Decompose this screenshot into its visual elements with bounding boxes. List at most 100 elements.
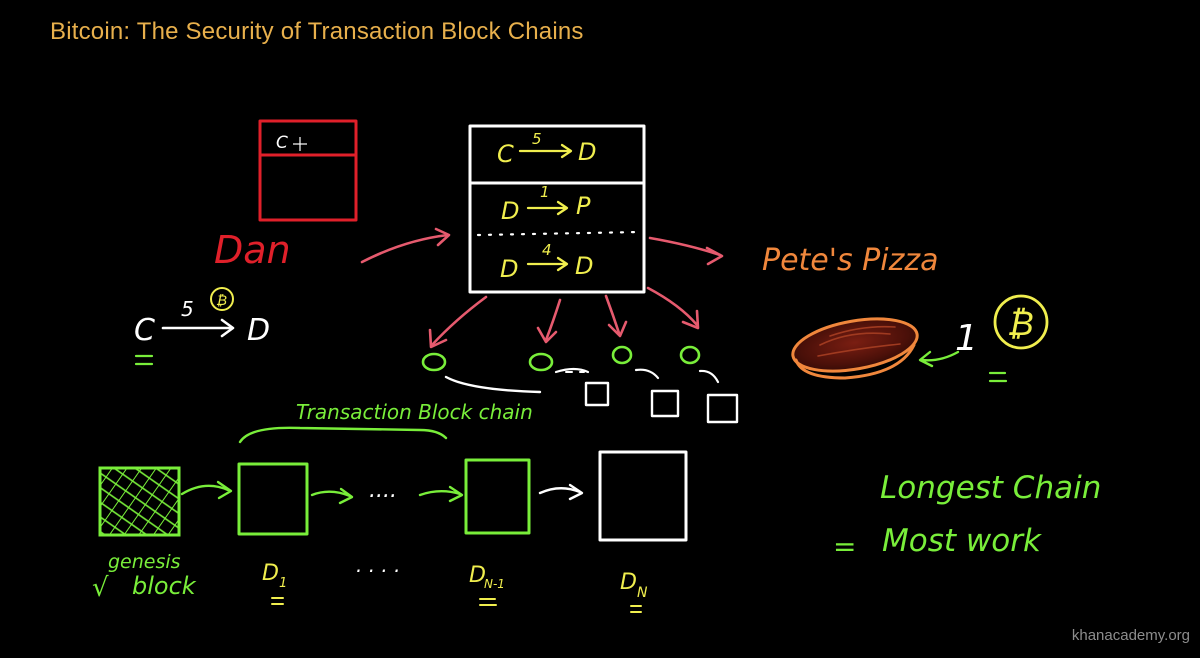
node-circle — [421, 352, 447, 372]
dan-tx-amount: 5 — [181, 297, 194, 321]
center-tx-to: D — [575, 252, 593, 280]
genesis-label-top: genesis — [108, 551, 181, 573]
node-arrow-4-head — [681, 309, 700, 330]
center-tx-amount: 4 — [542, 241, 552, 259]
center-tx-arrow — [526, 256, 569, 272]
chain-arrow — [180, 484, 230, 496]
node-arrow-1 — [430, 295, 488, 347]
center-tx-amount: 1 — [540, 183, 550, 201]
dan-tx-arrowhead — [220, 318, 235, 338]
chain-arrowhead-new — [568, 483, 584, 501]
payment-verified-mark — [988, 371, 1008, 383]
genesis-block: genesis block √ — [92, 466, 233, 603]
center-block-dotted-divider — [476, 230, 642, 237]
center-tx-arrow — [526, 200, 569, 216]
node-chain-block — [706, 393, 739, 424]
chain-arrowhead — [338, 487, 354, 505]
block-to-pete-arrow — [648, 236, 722, 257]
chain-block-dn-verified — [630, 605, 642, 613]
node-arrow-2 — [544, 298, 562, 342]
bitcoin-symbol-icon-small: ₿ — [216, 293, 227, 309]
center-tx-to: D — [578, 138, 596, 166]
node-arrow-4 — [646, 286, 699, 327]
genesis-block-outline — [98, 466, 181, 537]
center-tx-row-2: D 1 P — [501, 183, 591, 225]
chain-block-outline — [464, 458, 531, 535]
node-chain-block — [650, 389, 680, 418]
broadcast-arrows — [360, 227, 724, 349]
dan-tx-from: C — [134, 313, 155, 348]
node-arrow-3 — [604, 294, 621, 335]
dan-tx-verified-mark — [134, 354, 154, 366]
node-arrow-3-head — [607, 320, 628, 338]
chain-lower-ellipsis: . . . . — [356, 553, 401, 577]
chain-block-d1-subscript: 1 — [279, 576, 287, 591]
chain-block-dn-1-verified — [479, 598, 497, 606]
genesis-label-bottom: block — [132, 572, 197, 600]
page-title: Bitcoin: The Security of Transaction Blo… — [50, 18, 584, 45]
node-circle — [679, 345, 701, 365]
dan-to-block-arrow — [360, 233, 450, 264]
chain-block-d1-verified — [271, 597, 284, 605]
center-tx-from: D — [500, 255, 518, 283]
chain-block-dn-1: D N-1 — [464, 458, 531, 606]
network-nodes — [421, 345, 739, 424]
dan-tx-to: D — [247, 313, 270, 348]
chain-arrowhead — [216, 480, 233, 500]
node-arrow-1-head — [428, 328, 448, 349]
watermark: khanacademy.org — [1071, 627, 1190, 644]
chain-label: Transaction Block chain — [296, 400, 533, 424]
chain-brace — [238, 426, 448, 444]
center-tx-from: C — [497, 140, 514, 168]
chain-block-d1: D 1 — [237, 462, 354, 605]
chain-block-dn-subscript: N — [637, 585, 648, 601]
payment-arrow — [918, 350, 960, 368]
chain-block-d1-label: D — [262, 561, 279, 586]
center-block-outline — [468, 124, 646, 294]
chain-block-dn-label: D — [620, 570, 637, 595]
longest-chain-line1: Longest Chain — [880, 470, 1101, 506]
node-link — [554, 367, 590, 374]
longest-chain-equals: = — [833, 530, 856, 563]
node-link — [634, 368, 660, 380]
pizza-payment: 1 ₿ — [918, 294, 1049, 383]
bitcoin-coin-icon-small — [210, 287, 234, 311]
center-tx-amount: 5 — [532, 130, 542, 148]
chain-block-dn-1-label: D — [469, 563, 486, 588]
payment-amount: 1 — [955, 318, 978, 359]
center-tx-arrow — [518, 143, 573, 159]
center-tx-to: P — [576, 192, 591, 220]
block-chain: genesis block √ D 1 .... . . . . D N — [92, 450, 688, 613]
chain-block-outline — [237, 462, 309, 536]
chain-block-outline — [598, 450, 688, 542]
genesis-check-mark: √ — [92, 573, 109, 603]
pizza-icon — [791, 317, 919, 380]
node-link — [698, 369, 720, 384]
node-chain-block — [584, 381, 610, 407]
center-tx-row-1: C 5 D — [497, 130, 596, 168]
node-arrow-2-head — [536, 326, 558, 344]
bitcoin-coin-icon — [993, 294, 1049, 350]
chain-arrow — [418, 490, 462, 497]
chain-block-dn: D N — [598, 450, 688, 613]
pete-label: Pete's Pizza — [762, 243, 938, 278]
longest-chain-note: Longest Chain = Most work — [833, 470, 1101, 563]
dan-block: C — [258, 119, 358, 222]
bitcoin-symbol-icon: ₿ — [1007, 304, 1034, 344]
chain-block-dn-1-subscript: N-1 — [484, 577, 505, 591]
chain-ellipsis: .... — [369, 478, 397, 503]
longest-chain-line2: Most work — [882, 523, 1042, 559]
center-tx-row-3: D 4 D — [500, 241, 593, 283]
center-tx-from: D — [501, 197, 519, 225]
dan-to-block-arrowhead — [434, 227, 451, 247]
cursor-icon — [293, 137, 307, 151]
block-to-pete-arrowhead — [705, 246, 724, 266]
dan-block-outline — [258, 119, 358, 222]
chain-arrow — [310, 490, 352, 498]
dan-block-label: C — [276, 133, 288, 153]
node-circle — [611, 345, 633, 365]
dan-transaction: C 5 D ₿ — [134, 287, 270, 366]
chain-arrowhead — [448, 485, 464, 503]
